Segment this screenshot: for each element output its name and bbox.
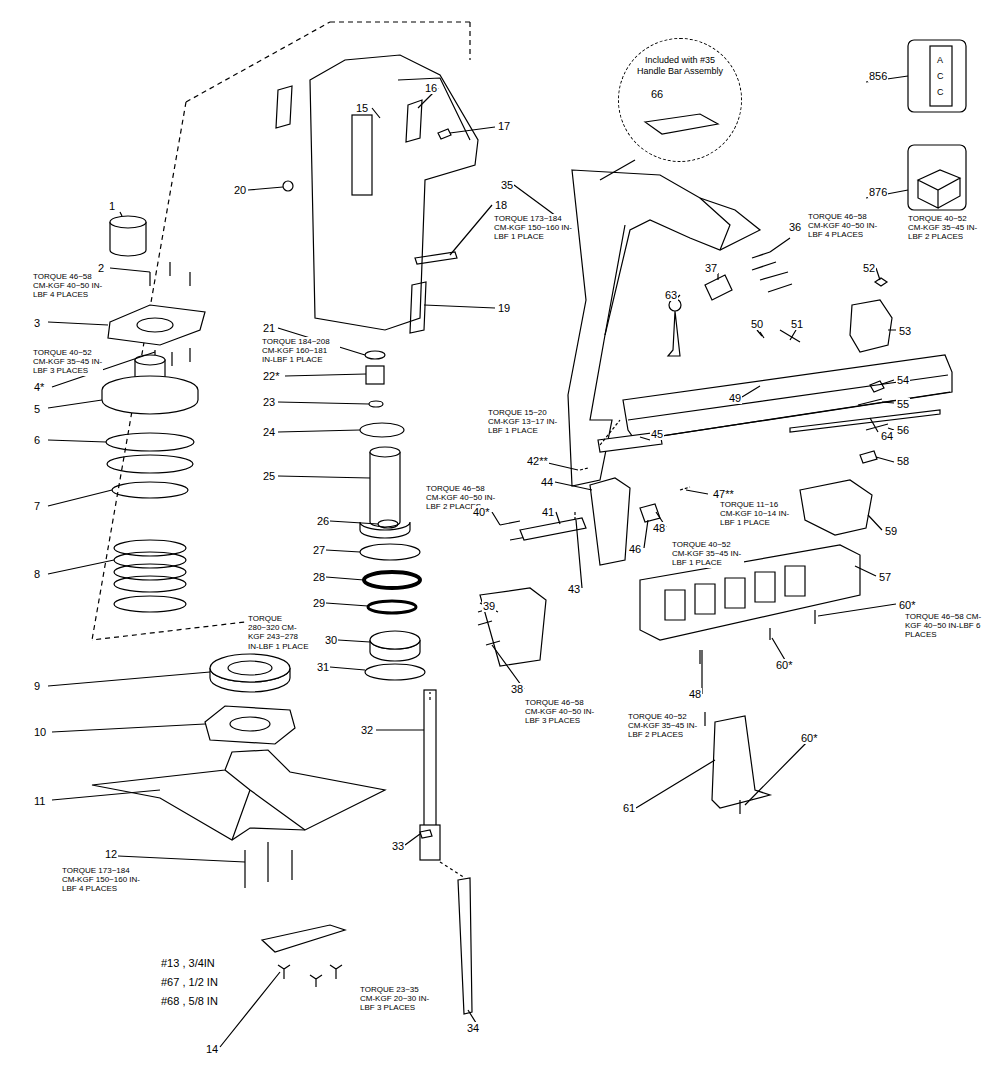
callout-number: 54 — [896, 374, 910, 386]
callout-number: 26 — [316, 515, 330, 527]
callout-number: 25 — [262, 470, 276, 482]
callout-number: 47** — [712, 488, 735, 500]
torque-note: TORQUE 23~35 CM-KGF 20~30 IN-LBF 3 PLACE… — [360, 985, 432, 1013]
callout-number: 46 — [628, 543, 642, 555]
callout-number: 61 — [622, 802, 636, 814]
callout-number: 6 — [33, 434, 41, 446]
callout-number: 856 — [868, 70, 888, 82]
torque-note: TORQUE 46~58 CM-KGF 40~50 IN-LBF 4 PLACE… — [808, 212, 878, 240]
torque-note: TORQUE 173~184 CM-KGF 150~160 IN-LBF 1 P… — [494, 214, 576, 242]
callout-number: 24 — [262, 426, 276, 438]
torque-note: TORQUE 11~16 CM-KGF 10~14 IN-LBF 1 PLACE — [720, 500, 792, 528]
callout-number: 57 — [878, 571, 892, 583]
note-text: Included with #35 Handle Bar Assembly — [632, 55, 728, 77]
torque-note: TORQUE 46~58 CM-KGF 40~50 IN-LBF 6 PLACE… — [905, 612, 983, 640]
callout-number: 30 — [324, 634, 338, 646]
torque-note: TORQUE 15~20 CM-KGF 13~17 IN-LBF 1 PLACE — [488, 408, 560, 436]
callout-number: 12 — [104, 848, 118, 860]
callout-number: 41 — [541, 506, 555, 518]
callout-number: 52 — [862, 262, 876, 274]
callout-number: 42** — [526, 455, 549, 467]
torque-note: TORQUE 40~52 CM-KGF 35~45 IN-LBF 1 PLACE — [672, 540, 744, 568]
callout-number: 40* — [472, 506, 491, 518]
callout-number: 38 — [510, 683, 524, 695]
callout-number: 45 — [650, 428, 664, 440]
callout-number: 18 — [494, 199, 508, 211]
torque-note: TORQUE 40~52 CM-KGF 35~45 IN-LBF 3 PLACE… — [33, 348, 103, 376]
torque-note: TORQUE 46~58 CM-KGF 40~50 IN-LBF 3 PLACE… — [525, 698, 597, 726]
callout-number: 44 — [540, 476, 554, 488]
callout-number: 10 — [33, 726, 47, 738]
callout-number: 66 — [650, 88, 664, 100]
callout-number: 27 — [312, 544, 326, 556]
callout-number: 43 — [567, 583, 581, 595]
callout-number: #67 , 1/2 IN — [160, 976, 219, 988]
callout-number: 32 — [360, 724, 374, 736]
callout-number: A — [937, 56, 943, 65]
callout-number: 8 — [33, 568, 41, 580]
torque-note: TORQUE 173~184 CM-KGF 150~160 IN-LBF 4 P… — [62, 866, 144, 894]
callout-number: 48 — [652, 522, 666, 534]
callout-number: 23 — [262, 396, 276, 408]
callout-number: 56 — [896, 424, 910, 436]
callout-number: 60* — [898, 599, 917, 611]
callout-number: 51 — [790, 318, 804, 330]
callout-number: 15 — [355, 102, 369, 114]
callout-number: 50 — [750, 318, 764, 330]
callout-number: 35 — [500, 179, 514, 191]
callout-number: 7 — [33, 500, 41, 512]
callout-number: 58 — [896, 455, 910, 467]
callout-number: 3 — [33, 317, 41, 329]
callout-number: 60* — [775, 659, 794, 671]
callout-number: 31 — [316, 661, 330, 673]
callout-number: 63 — [664, 289, 678, 301]
callout-number: 20 — [233, 184, 247, 196]
callout-number: 48 — [688, 688, 702, 700]
torque-note: TORQUE 280~320 CM-KGF 243~278 IN-LBF 1 P… — [248, 614, 310, 651]
callout-number: 39 — [482, 600, 496, 612]
callout-number: #13 , 3/4IN — [160, 957, 216, 969]
callout-number: 64 — [880, 430, 894, 442]
callout-number: 37 — [704, 262, 718, 274]
callout-number: 16 — [424, 82, 438, 94]
callout-number: 1 — [108, 200, 116, 212]
callout-number: 36 — [788, 221, 802, 233]
callout-number: 53 — [898, 325, 912, 337]
callout-number: 59 — [884, 525, 898, 537]
callout-number: C — [937, 72, 944, 81]
callout-number: #68 , 5/8 IN — [160, 995, 219, 1007]
callout-number: 5 — [33, 403, 41, 415]
callout-number: 17 — [497, 120, 511, 132]
callout-number: 60* — [800, 732, 819, 744]
callout-number: 28 — [312, 571, 326, 583]
callout-number: 19 — [497, 302, 511, 314]
torque-note: TORQUE 40~52 CM-KGF 35~45 IN-LBF 2 PLACE… — [628, 712, 700, 740]
callout-number: 4* — [33, 381, 45, 393]
callout-number: 14 — [205, 1043, 219, 1055]
detail-circle: Included with #35 Handle Bar Assembly — [618, 38, 742, 162]
callout-number: 11 — [33, 795, 46, 807]
callout-number: 29 — [312, 597, 326, 609]
torque-note: TORQUE 184~208 CM-KGF 160~181 IN-LBF 1 P… — [262, 337, 340, 365]
torque-note: TORQUE 46~58 CM-KGF 40~50 IN-LBF 4 PLACE… — [33, 272, 103, 300]
torque-note: TORQUE 40~52 CM-KGF 35~45 IN-LBF 2 PLACE… — [908, 214, 980, 242]
callout-number: 34 — [466, 1022, 480, 1034]
callout-number: 876 — [868, 186, 888, 198]
callout-number: 22* — [262, 370, 281, 382]
callout-number: 49 — [728, 392, 742, 404]
callout-number: C — [937, 88, 944, 97]
callout-number: 9 — [33, 680, 41, 692]
callout-number: 33 — [391, 840, 405, 852]
callout-number: 55 — [896, 398, 910, 410]
callout-number: 21 — [262, 322, 276, 334]
